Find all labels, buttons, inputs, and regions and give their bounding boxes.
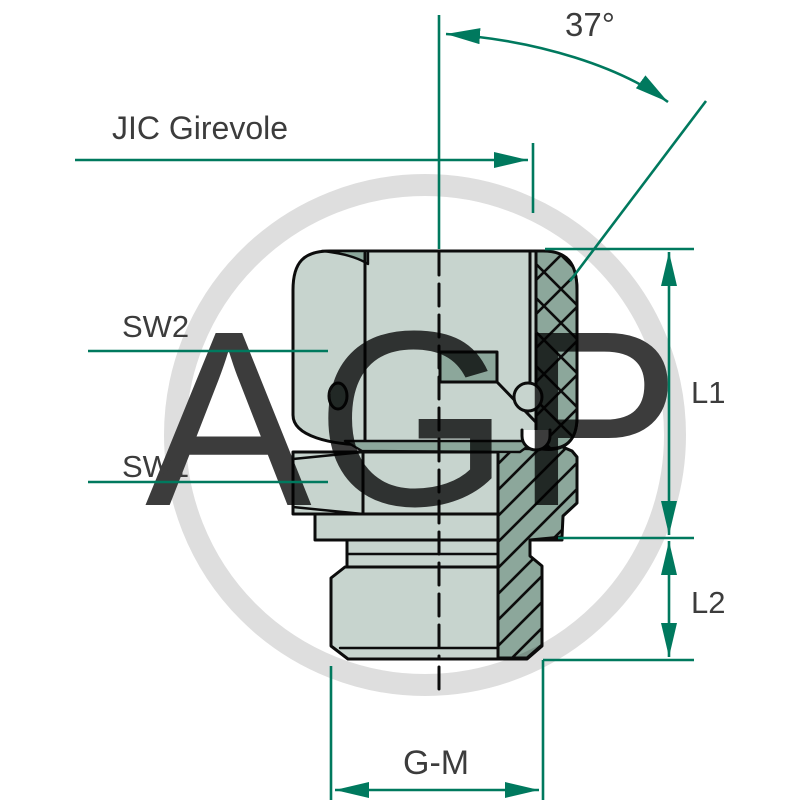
sw1-label: SW1 xyxy=(122,449,189,484)
fitting-outline-group xyxy=(291,249,579,692)
l1-label: L1 xyxy=(691,375,725,410)
sw2-label: SW2 xyxy=(122,309,189,344)
fitting-type-label: JIC Girevole xyxy=(112,110,288,146)
ball-detent-shape xyxy=(512,381,544,413)
l2-label: L2 xyxy=(691,585,725,620)
gm-label: G-M xyxy=(403,744,469,782)
dimensions-group xyxy=(75,15,708,800)
swivel-gap-notch xyxy=(520,428,552,452)
nut-corner-facet xyxy=(320,249,370,266)
nut-wall-hatch xyxy=(536,251,577,449)
flank-37-line xyxy=(568,100,708,282)
labels-group: JIC Girevole 37° SW2 SW1 L1 L2 G-M xyxy=(112,6,725,782)
angle-arc-arrow xyxy=(445,28,669,104)
cone-angle-label: 37° xyxy=(565,6,615,43)
watermark-text: AGP xyxy=(145,279,685,558)
weep-hole-shape xyxy=(327,381,349,411)
